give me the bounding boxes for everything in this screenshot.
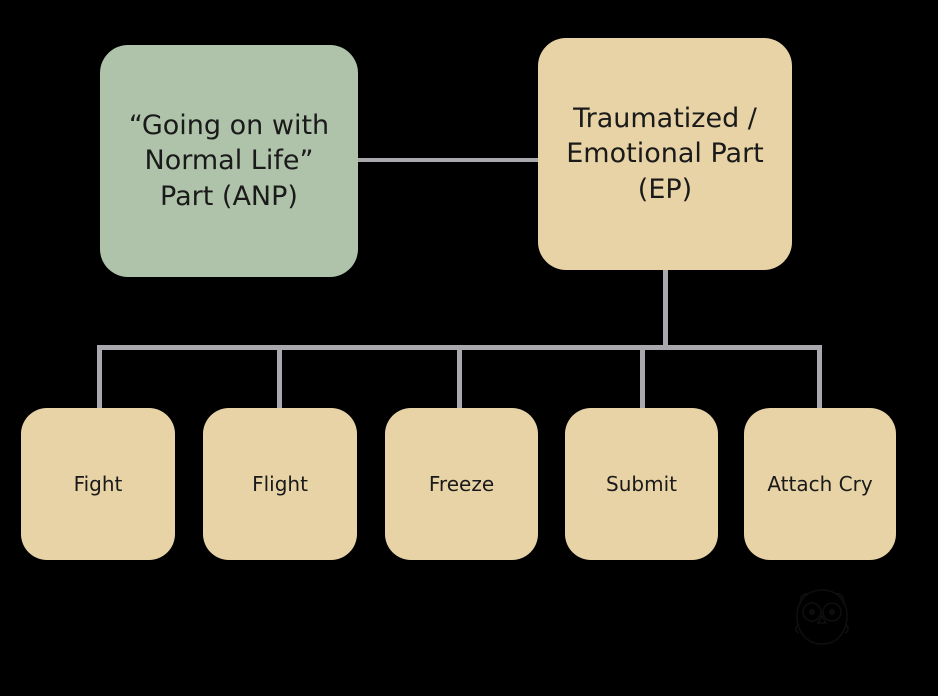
connector-anp-to-ep bbox=[356, 158, 540, 162]
connector-drop-submit bbox=[640, 348, 645, 410]
connector-drop-fight bbox=[97, 348, 102, 410]
node-ep[interactable]: Traumatized / Emotional Part (EP) bbox=[538, 38, 792, 270]
connector-ep-stem bbox=[663, 268, 668, 349]
owl-logo-watermark-icon bbox=[789, 586, 855, 650]
node-anp[interactable]: “Going on with Normal Life” Part (ANP) bbox=[100, 45, 358, 277]
node-flight[interactable]: Flight bbox=[203, 408, 357, 560]
node-attach-cry[interactable]: Attach Cry bbox=[744, 408, 896, 560]
node-submit-label: Submit bbox=[606, 471, 677, 496]
node-flight-label: Flight bbox=[252, 471, 308, 496]
node-ep-label: Traumatized / Emotional Part (EP) bbox=[566, 102, 764, 205]
connector-bus bbox=[97, 345, 822, 350]
connector-drop-attach-cry bbox=[817, 348, 822, 410]
node-attach-cry-label: Attach Cry bbox=[767, 471, 873, 496]
node-fight[interactable]: Fight bbox=[21, 408, 175, 560]
node-freeze-label: Freeze bbox=[428, 471, 495, 496]
node-freeze[interactable]: Freeze bbox=[385, 408, 538, 560]
node-submit[interactable]: Submit bbox=[565, 408, 718, 560]
node-anp-label: “Going on with Normal Life” Part (ANP) bbox=[128, 109, 330, 212]
connector-drop-freeze bbox=[457, 348, 462, 410]
node-fight-label: Fight bbox=[73, 471, 123, 496]
connector-drop-flight bbox=[277, 348, 282, 410]
